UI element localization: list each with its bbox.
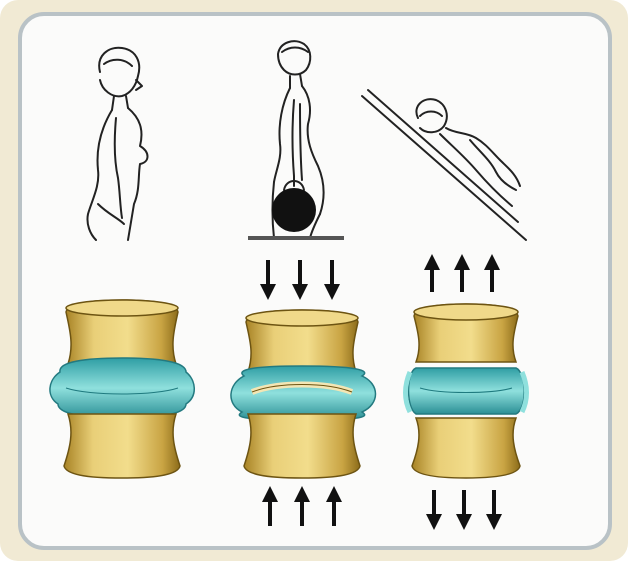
woman-standing-icon <box>87 48 147 240</box>
compression-arrows-top <box>268 260 332 292</box>
traction-arrows-bottom <box>434 490 494 522</box>
woman-reclining-icon <box>362 90 526 240</box>
floor-line <box>248 236 344 240</box>
traction-arrows-top <box>432 262 492 292</box>
normal-disc <box>50 300 194 478</box>
compression-arrows-bottom <box>270 494 334 526</box>
kettlebell-icon <box>272 188 316 232</box>
compressed-disc <box>231 310 376 478</box>
decompressed-disc <box>406 304 527 478</box>
